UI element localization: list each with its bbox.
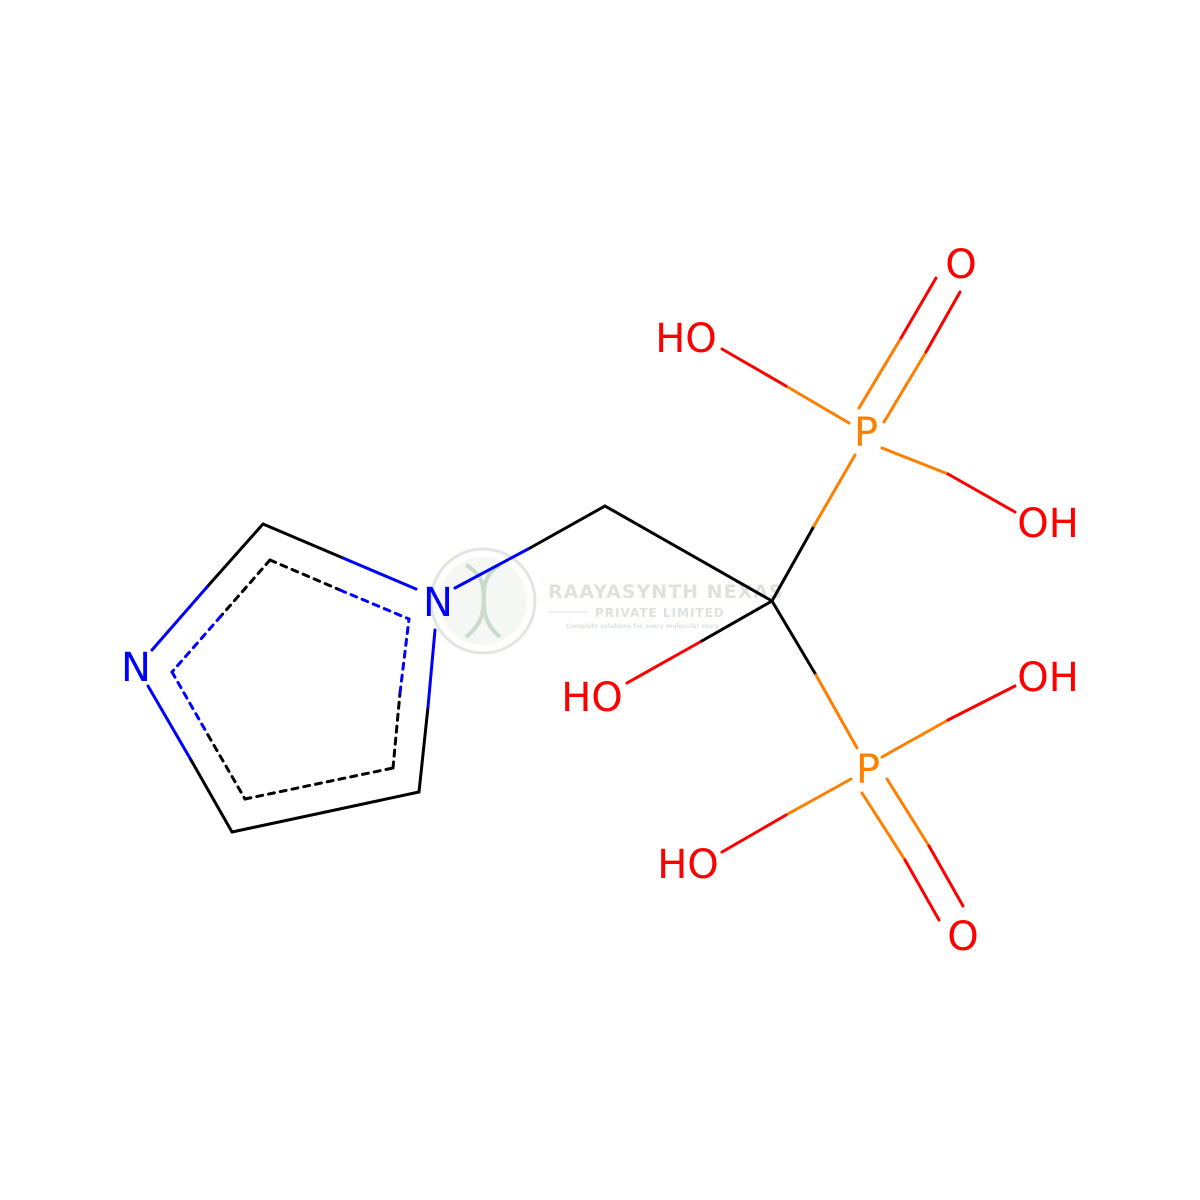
bonds bbox=[146, 276, 1017, 922]
bond-c-oh bbox=[625, 640, 702, 685]
atom-oh-top-left: HO bbox=[655, 316, 717, 362]
bond-p-top-oh-left bbox=[720, 347, 788, 388]
bond-c4-c5 bbox=[230, 790, 421, 834]
bond-p-bottom-o-double bbox=[885, 777, 931, 848]
bond-p-top-o-double bbox=[882, 350, 928, 424]
bond-c-p-top bbox=[812, 453, 857, 528]
bond-c5-n1 bbox=[426, 628, 437, 709]
aromatic-dash-c5-n1 bbox=[391, 691, 402, 770]
bond-p-top-oh-left bbox=[784, 384, 851, 425]
bond-n3-c4 bbox=[189, 758, 234, 834]
watermark: RAAYASYNTH NEXAS PRIVATE LIMITED Complet… bbox=[429, 547, 784, 655]
bond-c-p-top bbox=[770, 524, 816, 603]
atom-p-bottom: P bbox=[856, 747, 880, 793]
aromatic-dash-c2-n1 bbox=[268, 558, 342, 592]
watermark-subtitle: PRIVATE LIMITED bbox=[595, 606, 725, 620]
bond-p-bottom-oh-left bbox=[720, 813, 788, 854]
bond-n1-ch2 bbox=[453, 546, 532, 590]
bond-c2-n1-outer bbox=[261, 522, 345, 560]
bond-p-bottom-oh-left bbox=[784, 777, 853, 817]
aromatic-dash-c4-c5 bbox=[243, 766, 395, 801]
atom-oh-carbon: HO bbox=[561, 675, 623, 721]
atom-o-top-double: O bbox=[945, 242, 976, 288]
watermark-title: RAAYASYNTH NEXAS bbox=[548, 581, 784, 603]
atom-n-ring: N bbox=[423, 580, 453, 626]
bond-c-p-bottom bbox=[770, 599, 818, 677]
bond-c2-n1-outer bbox=[341, 556, 418, 591]
bond-ch2-c bbox=[603, 504, 774, 603]
watermark-logo-ring bbox=[429, 547, 537, 655]
bond-p-bottom-o-double bbox=[927, 844, 965, 908]
bond-p-top-o-double bbox=[899, 276, 938, 340]
aromatic-dash-c2-n3 bbox=[170, 614, 223, 674]
bond-p-bottom-oh-right bbox=[880, 718, 950, 759]
aromatic-dash-n3-c4 bbox=[170, 670, 210, 737]
bond-n1-ch2 bbox=[528, 504, 607, 550]
atom-p-top: P bbox=[854, 410, 878, 456]
atom-o-bottom-double: O bbox=[947, 914, 978, 960]
bond-c-p-bottom bbox=[814, 673, 859, 750]
bond-c2-n3-outer bbox=[150, 585, 209, 652]
bond-c5-n1 bbox=[417, 705, 430, 794]
atom-labels: N N P P O HO OH HO OH HO O bbox=[121, 242, 1079, 960]
aromatic-dash-c2-n3 bbox=[219, 558, 272, 618]
bond-p-top-o-double bbox=[924, 290, 962, 354]
atom-oh-top-right: OH bbox=[1017, 501, 1079, 547]
bond-p-top-oh-right bbox=[880, 446, 950, 476]
atom-oh-bottom-left: HO bbox=[657, 842, 719, 888]
bond-p-bottom-o-double bbox=[860, 791, 907, 862]
bond-p-bottom-oh-right bbox=[946, 684, 1017, 722]
aromatic-dash-c2-n1 bbox=[338, 588, 411, 621]
aromatic-dash-c5-n1 bbox=[398, 617, 411, 695]
bond-n3-c4 bbox=[146, 684, 193, 762]
bond-c-oh bbox=[698, 599, 774, 644]
bond-p-top-o-double bbox=[857, 336, 903, 410]
aromatic-dashes bbox=[170, 558, 411, 801]
watermark-dna-icon bbox=[464, 563, 502, 639]
atom-oh-bottom-right: OH bbox=[1017, 655, 1079, 701]
bond-c2-n3-outer bbox=[205, 522, 265, 589]
bond-p-top-oh-right bbox=[946, 472, 1017, 514]
watermark-tagline: Complete solutions for every molecular s… bbox=[566, 623, 719, 630]
atom-n-imine: N bbox=[121, 645, 151, 691]
aromatic-dash-n3-c4 bbox=[206, 733, 247, 801]
bond-p-bottom-o-double bbox=[903, 858, 941, 922]
